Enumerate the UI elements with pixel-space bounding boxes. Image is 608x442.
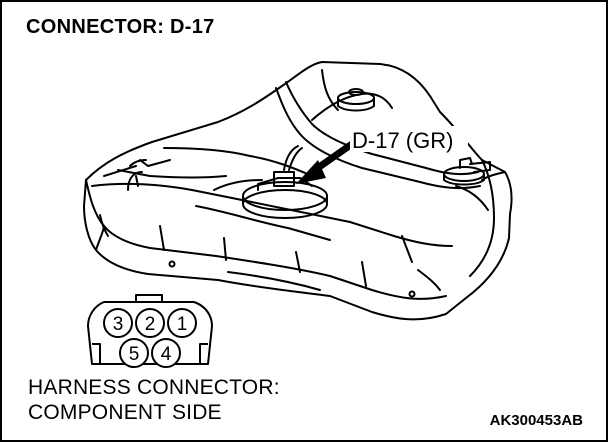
callout-label-bg [350, 126, 468, 152]
callout-label: D-17 (GR) [352, 128, 453, 153]
pin-number: 1 [177, 314, 188, 335]
pin-3 [103, 308, 133, 338]
harness-label-line2: COMPONENT SIDE [28, 401, 222, 424]
connector-pins: 3 2 1 5 4 [103, 308, 197, 368]
pin-number: 4 [161, 344, 172, 365]
connector-title: CONNECTOR: D-17 [26, 16, 215, 38]
callout-arrow [296, 140, 356, 184]
pin-2 [135, 308, 165, 338]
connector-face-icon [87, 294, 213, 365]
figure-code: AK300453AB [489, 412, 583, 429]
pin-number: 2 [145, 314, 156, 335]
harness-label-line1: HARNESS CONNECTOR: [28, 376, 280, 399]
fuel-tank-illustration [83, 61, 513, 321]
pin-number: 3 [113, 314, 124, 335]
pin-1 [167, 308, 197, 338]
pin-5 [119, 338, 149, 368]
pin-number: 5 [129, 344, 140, 365]
pin-4 [151, 338, 181, 368]
